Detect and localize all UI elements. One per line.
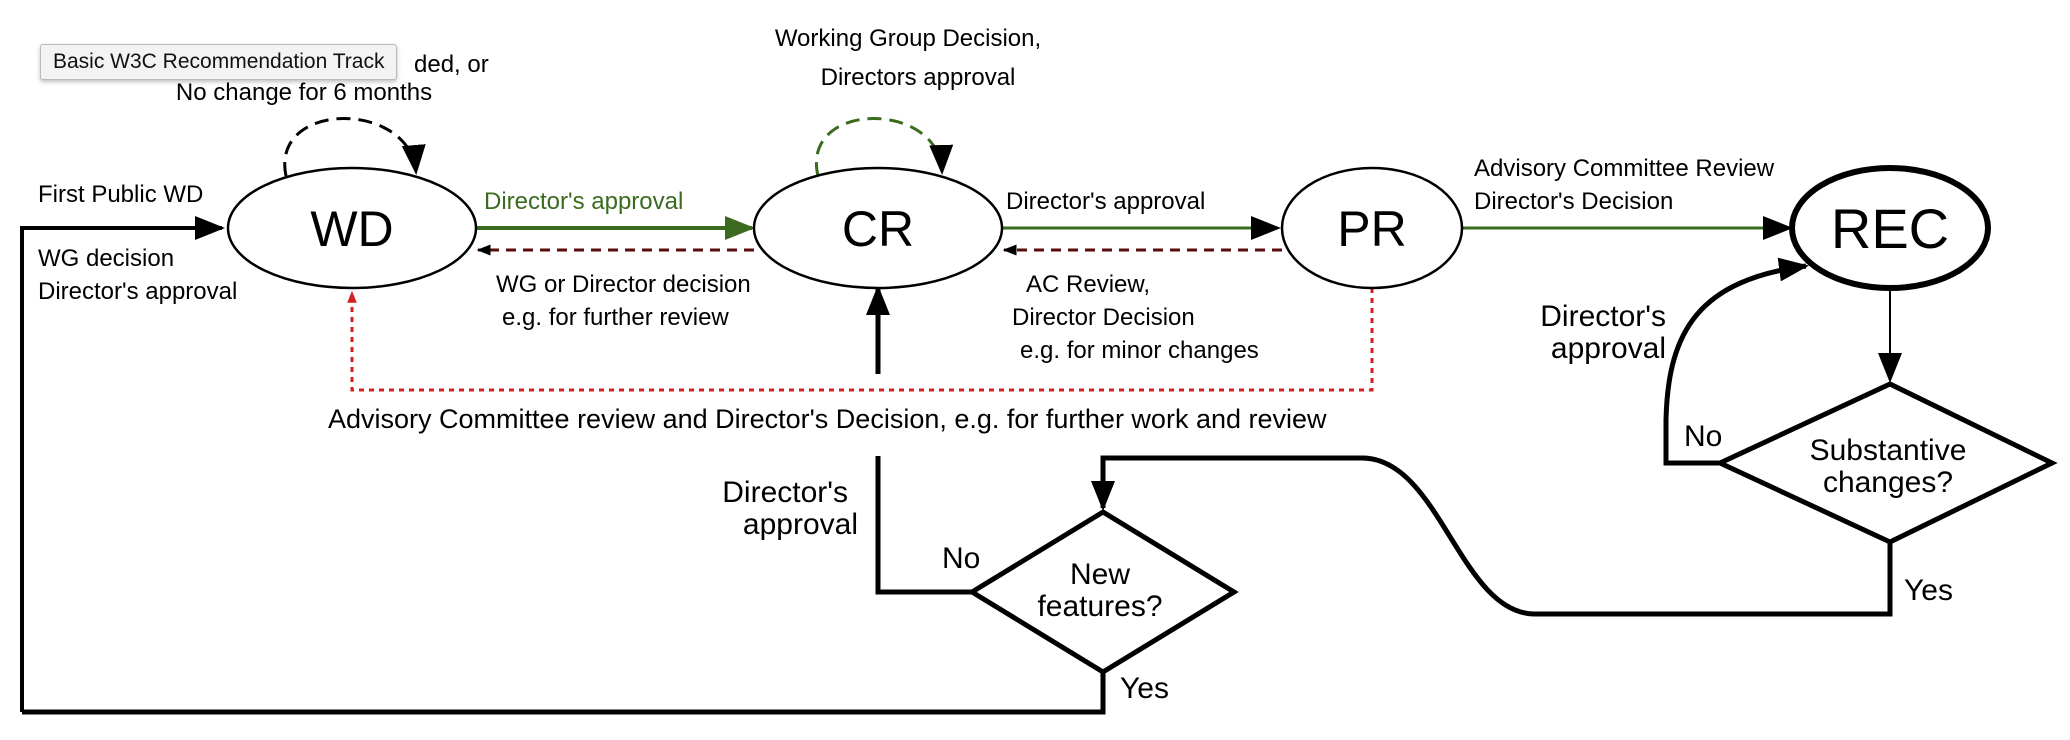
cr-ellipse: [752, 166, 1004, 290]
no-new-features-path: [875, 456, 972, 595]
wg-decision-label-line-2: Director's approval: [38, 278, 237, 305]
diagram-title-tooltip: Basic W3C Recommendation Track: [40, 44, 398, 80]
node-wd: WD: [226, 166, 478, 290]
decision-substantive-changes: Substantive changes?: [1714, 381, 2058, 545]
substantive-line-1: Substantive: [1810, 434, 1967, 467]
pr-rec-label-line-2: Director's Decision: [1474, 188, 1673, 215]
wd-loop-label-line-1: ded, or: [414, 51, 489, 78]
cr-self-loop: [814, 117, 954, 177]
substantive-yes-to-new-features-arrow: [1091, 455, 1893, 617]
pr-label: PR: [1337, 201, 1406, 257]
rec-label: REC: [1831, 197, 1949, 260]
wd-label: WD: [310, 201, 393, 257]
no-substantive-label: No: [1684, 420, 1722, 453]
rec-directors-approval-line-2: approval: [1551, 332, 1666, 365]
rec-directors-approval-line-1: Director's: [1540, 300, 1666, 333]
substantive-no-to-rec-arrow: [1663, 257, 1809, 466]
cr-label: CR: [842, 201, 914, 257]
first-public-wd-label: First Public WD: [38, 181, 203, 208]
rec-ellipse: [1789, 165, 1991, 291]
new-features-line-1: New: [1070, 558, 1130, 591]
cr-pr-approval-label: Director's approval: [1006, 188, 1205, 215]
pr-rec-label-line-1: Advisory Committee Review: [1474, 155, 1775, 182]
decision-new-features: New features?: [967, 509, 1239, 675]
cr-loop-label-line-1: Working Group Decision,: [775, 25, 1041, 52]
cr-wd-back-label-line-2: e.g. for further review: [502, 304, 729, 331]
cr-directors-approval-line-1: Director's: [722, 476, 848, 509]
wd-cr-approval-label: Director's approval: [484, 188, 683, 215]
yes-new-features-label: Yes: [1120, 672, 1169, 705]
wd-loop-label-line-2: No change for 6 months: [176, 79, 432, 106]
cr-loop-label-line-2: Directors approval: [821, 64, 1016, 91]
wg-decision-label-line-1: WG decision: [38, 245, 174, 272]
pr-to-wd-red-dotted-arrow: [347, 288, 1374, 392]
ac-review-label: Advisory Committee review and Director's…: [328, 404, 1327, 434]
new-features-diamond: [967, 509, 1239, 675]
node-cr: CR: [752, 166, 1004, 290]
new-features-yes-path: [22, 672, 1106, 715]
pr-cr-back-label-line-2: Director Decision: [1012, 304, 1195, 331]
node-pr: PR: [1280, 166, 1464, 290]
cr-directors-approval-line-2: approval: [743, 508, 858, 541]
no-new-features-label: No: [942, 542, 980, 575]
new-features-line-2: features?: [1037, 590, 1162, 623]
node-rec: REC: [1789, 165, 1991, 291]
substantive-diamond: [1714, 381, 2058, 545]
pr-cr-back-label-line-1: AC Review,: [1026, 271, 1150, 298]
substantive-line-2: changes?: [1823, 466, 1953, 499]
entry-arrow: [20, 216, 225, 712]
pr-ellipse: [1280, 166, 1464, 290]
pr-cr-back-label-line-3: e.g. for minor changes: [1020, 337, 1259, 364]
cr-wd-back-label-line-1: WG or Director decision: [496, 271, 751, 298]
yes-substantive-label: Yes: [1904, 574, 1953, 607]
wd-self-loop: [283, 117, 426, 177]
wd-ellipse: [226, 166, 478, 290]
